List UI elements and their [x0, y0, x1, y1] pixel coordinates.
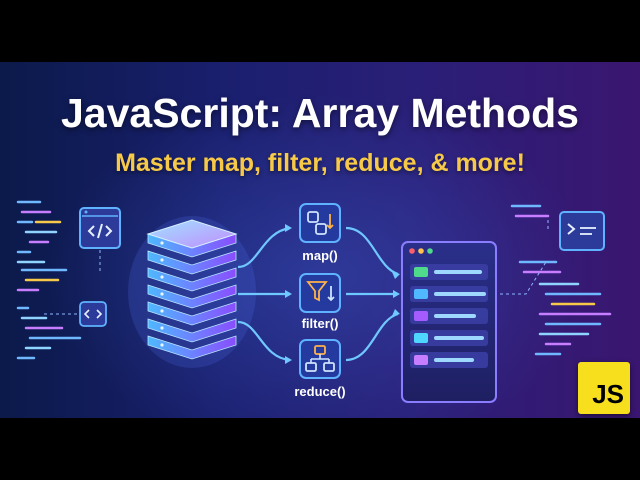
- right-code-snippets: [510, 204, 612, 356]
- server-slab: [147, 267, 237, 292]
- server-led: [160, 258, 164, 262]
- list-row-line: [434, 314, 476, 318]
- server-stack-icon: [128, 216, 256, 368]
- server-led: [160, 309, 164, 313]
- server-slab: [147, 250, 237, 275]
- map-transform-icon: [299, 203, 341, 243]
- server-slab: [147, 318, 237, 343]
- server-led: [160, 275, 164, 279]
- list-row-chip: [414, 311, 428, 321]
- hierarchy-reduce-icon: [299, 339, 341, 379]
- server-led: [160, 343, 164, 347]
- thumbnail: JavaScript: Array Methods Master map, fi…: [0, 62, 640, 418]
- list-row-chip: [414, 333, 428, 343]
- server-led: [160, 292, 164, 296]
- video-title: JavaScript: Array Methods: [61, 90, 579, 136]
- flow-arrows: [237, 226, 399, 362]
- server-slab: [147, 335, 237, 360]
- list-row-line: [434, 336, 484, 340]
- server-top: [146, 219, 238, 249]
- list-row-chip: [414, 355, 428, 365]
- server-led: [160, 241, 164, 245]
- code-window-icon: [79, 207, 121, 249]
- list-row-line: [434, 358, 474, 362]
- list-row-line: [434, 270, 482, 274]
- illustration: [16, 200, 612, 403]
- method-label-reduce: reduce(): [294, 384, 346, 399]
- funnel-filter-icon: [299, 273, 341, 313]
- code-bracket-icon: [79, 301, 107, 327]
- server-slab: [147, 284, 237, 309]
- terminal-window-icon: [559, 211, 605, 251]
- js-logo-badge: JS: [578, 362, 630, 414]
- list-row-chip: [414, 267, 428, 277]
- js-logo-text: JS: [592, 379, 624, 409]
- server-slab: [147, 301, 237, 326]
- server-led: [160, 326, 164, 330]
- list-row-line: [434, 292, 486, 296]
- letterbox-top: [0, 0, 640, 62]
- arrow-heads: [285, 224, 400, 364]
- list-row-chip: [414, 289, 428, 299]
- video-subtitle: Master map, filter, reduce, & more!: [115, 149, 525, 177]
- method-label-filter: filter(): [301, 316, 339, 331]
- method-label-map: map(): [302, 248, 338, 263]
- list-panel-icon: [401, 241, 497, 403]
- left-code-snippets: [16, 200, 82, 360]
- letterbox-bottom: [0, 418, 640, 480]
